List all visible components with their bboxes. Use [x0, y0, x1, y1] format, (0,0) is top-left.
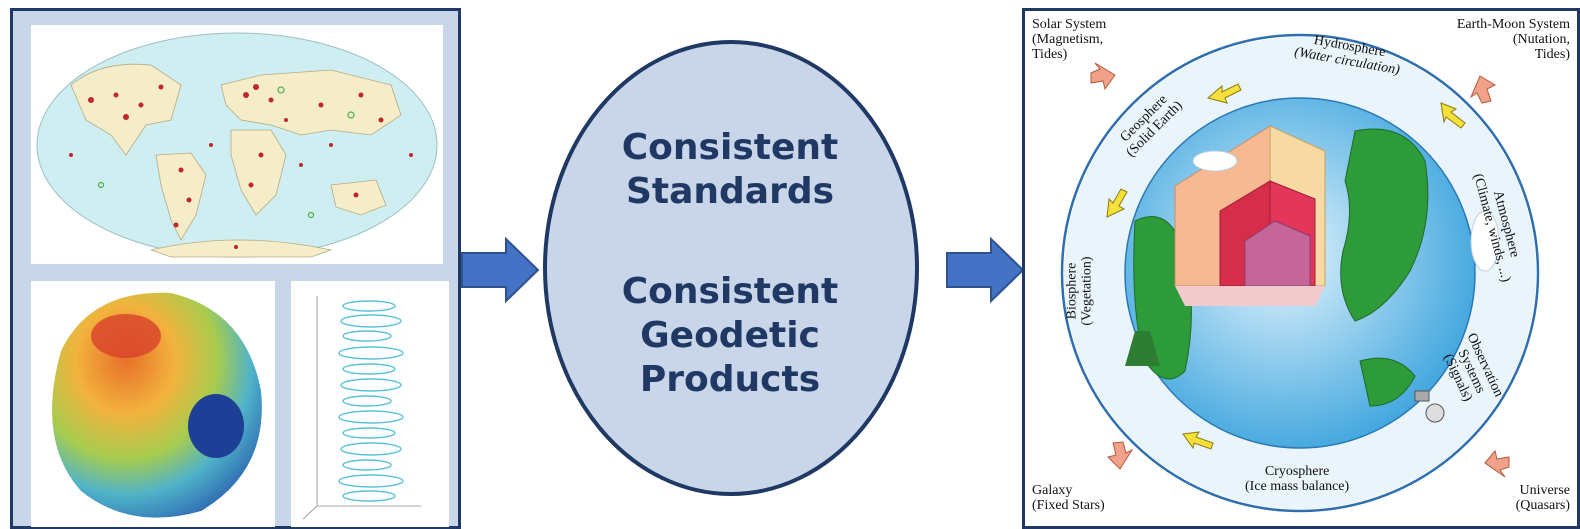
- center-line-1: Consistent: [621, 127, 839, 168]
- galaxy-label: Galaxy (Fixed Stars): [1032, 483, 1105, 513]
- earth-system-panel: Solar System (Magnetism, Tides) Earth-Mo…: [1022, 8, 1580, 529]
- orbit-plot: [291, 281, 449, 527]
- station-map: [31, 25, 443, 264]
- products-text: Consistent Geodetic Products: [541, 270, 919, 402]
- input-data-panel: [10, 8, 461, 529]
- center-line-4: Geodetic: [640, 315, 820, 356]
- center-circle: [543, 40, 919, 496]
- standards-text: Consistent Standards: [541, 126, 919, 214]
- solar-system-label: Solar System (Magnetism, Tides): [1032, 17, 1107, 62]
- arrow-right-icon: [461, 237, 540, 303]
- geoid-image: [31, 281, 275, 527]
- cryosphere-label: Cryosphere (Ice mass balance): [1245, 464, 1350, 494]
- arrow-right-icon: [946, 237, 1025, 303]
- earth-moon-label: Earth-Moon System (Nutation, Tides): [1456, 17, 1570, 62]
- center-line-3: Consistent: [621, 271, 839, 312]
- center-line-5: Products: [639, 359, 821, 400]
- universe-label: Universe (Quasars): [1515, 483, 1570, 513]
- biosphere-label: Biosphere (Vegetation): [1064, 256, 1095, 326]
- center-line-2: Standards: [625, 171, 835, 212]
